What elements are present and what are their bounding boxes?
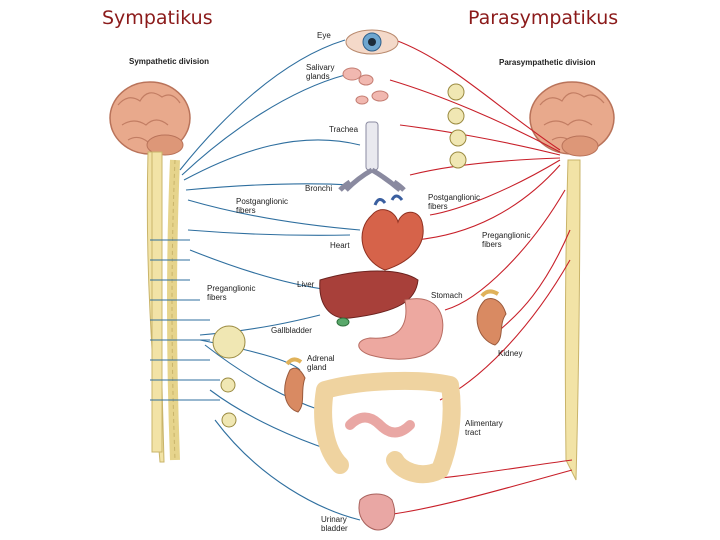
kidney-illustration: [477, 291, 506, 345]
label-urinary-bladder: Urinary bladder: [321, 515, 348, 533]
intestines-illustration: [323, 381, 452, 474]
label-liver: Liver: [297, 280, 314, 289]
label-bronchi: Bronchi: [305, 184, 332, 193]
left-spinal-cord: [147, 152, 175, 462]
label-eye: Eye: [317, 31, 331, 40]
adrenal-kidney-illustration: [285, 359, 305, 412]
label-postganglionic-fibers-left: Postganglionic fibers: [236, 197, 288, 215]
heart-illustration: [362, 196, 423, 270]
label-adrenal-gland: Adrenal gland: [307, 354, 335, 372]
label-salivary-glands: Salivary glands: [306, 63, 334, 81]
label-trachea: Trachea: [329, 125, 358, 134]
label-postganglionic-fibers-right: Postganglionic fibers: [428, 193, 480, 211]
right-brain: [530, 82, 614, 156]
label-kidney: Kidney: [498, 349, 522, 358]
label-heart: Heart: [330, 241, 350, 250]
label-alimentary-tract: Alimentary tract: [465, 419, 503, 437]
label-stomach: Stomach: [431, 291, 463, 300]
right-spinal-cord: [565, 160, 580, 480]
salivary-glands-illustration: [343, 68, 388, 104]
liver-illustration: [320, 271, 418, 326]
urinary-bladder-illustration: [359, 494, 395, 530]
label-preganglionic-fibers-right: Preganglionic fibers: [482, 231, 530, 249]
label-gallbladder: Gallbladder: [271, 326, 312, 335]
parasympathetic-ganglia: [448, 84, 466, 168]
left-brain: [110, 82, 190, 155]
sympathetic-ganglia: [213, 326, 245, 427]
eye-illustration: [346, 30, 398, 54]
label-preganglionic-fibers-left: Preganglionic fibers: [207, 284, 255, 302]
